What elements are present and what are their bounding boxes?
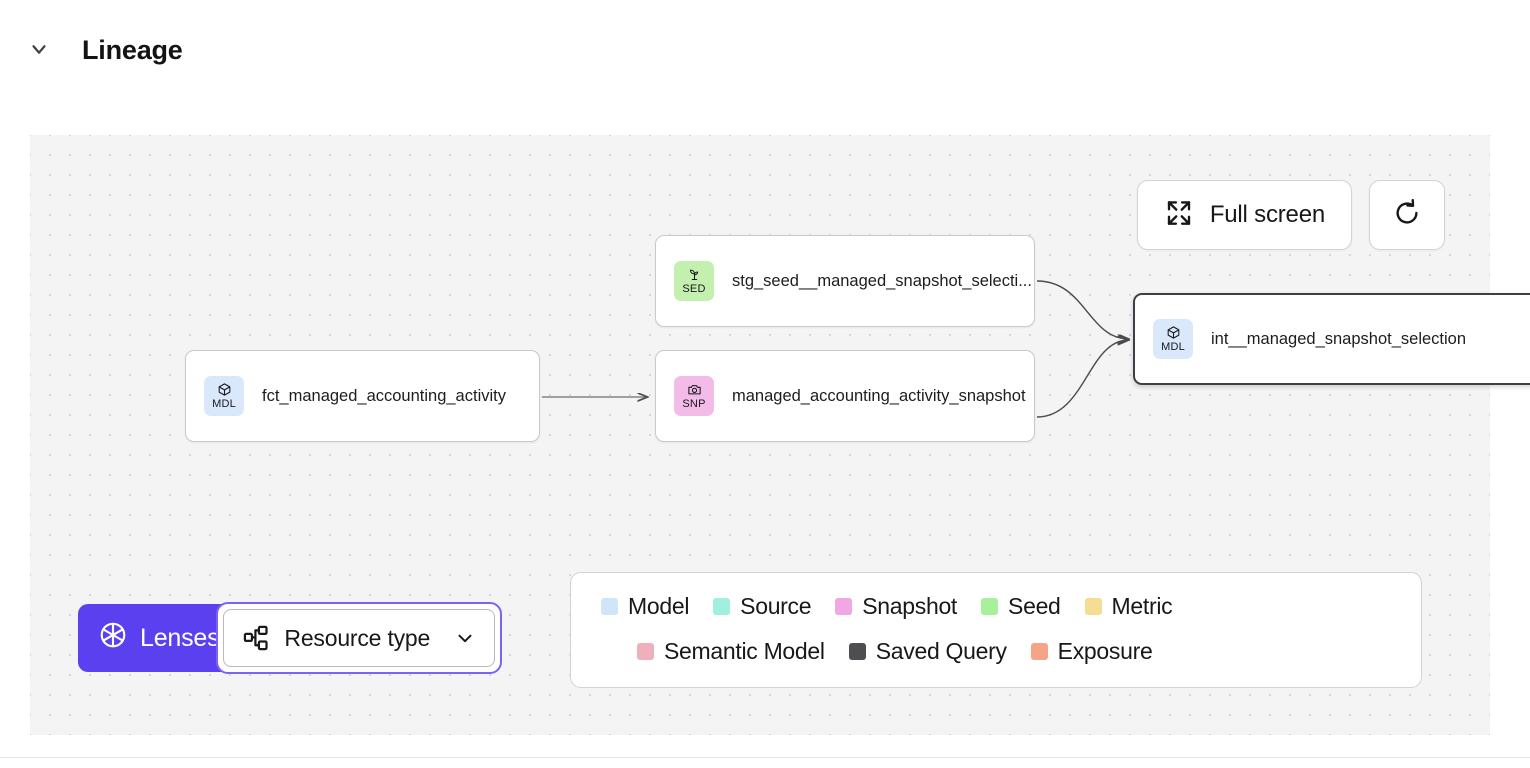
badge-abbreviation: MDL — [212, 398, 236, 410]
page-title: Lineage — [82, 34, 183, 65]
lenses-button[interactable]: Lenses — [78, 604, 242, 672]
lineage-legend: Model Source Snapshot Seed Metric S — [570, 572, 1422, 688]
refresh-icon — [1392, 198, 1422, 233]
legend-swatch — [601, 598, 618, 615]
legend-swatch — [835, 598, 853, 615]
legend-item-model: Model — [601, 593, 689, 620]
lineage-node-seed-stg[interactable]: SED stg_seed__managed_snapshot_selecti..… — [655, 235, 1035, 327]
legend-swatch — [713, 598, 731, 615]
badge-abbreviation: SNP — [682, 398, 706, 410]
legend-swatch — [1030, 643, 1048, 660]
legend-label: Model — [628, 593, 690, 619]
snapshot-badge: SNP — [674, 376, 714, 416]
model-badge: MDL — [1153, 319, 1193, 359]
cube-icon — [1166, 325, 1181, 340]
fullscreen-button[interactable]: Full screen — [1136, 180, 1352, 250]
node-label: stg_seed__managed_snapshot_selecti... — [732, 271, 1032, 290]
lineage-node-model-int[interactable]: MDL int__managed_snapshot_selection — [1133, 293, 1530, 385]
sprout-icon — [687, 267, 702, 282]
hierarchy-icon — [242, 624, 270, 652]
legend-label: Metric — [1111, 593, 1173, 619]
legend-item-seed: Seed — [981, 593, 1061, 620]
refresh-button[interactable] — [1369, 180, 1445, 250]
node-label: int__managed_snapshot_selection — [1211, 329, 1467, 348]
fullscreen-label: Full screen — [1209, 201, 1325, 228]
page-divider — [0, 757, 1530, 758]
lenses-toolbar: Lenses Resource type — [78, 602, 503, 674]
resource-type-focus-ring: Resource type — [216, 602, 503, 674]
lenses-label: Lenses — [140, 623, 220, 652]
seed-badge: SED — [674, 261, 714, 301]
lineage-node-snapshot[interactable]: SNP managed_accounting_activity_snapshot — [655, 350, 1035, 442]
legend-swatch — [637, 643, 654, 660]
lineage-node-model-fct[interactable]: MDL fct_managed_accounting_activity — [185, 350, 540, 442]
legend-item-metric: Metric — [1084, 593, 1173, 620]
canvas-controls: Full screen — [1136, 180, 1445, 250]
legend-label: Source — [740, 593, 812, 619]
collapse-toggle-button[interactable] — [20, 31, 58, 69]
node-label: fct_managed_accounting_activity — [262, 386, 506, 405]
chevron-down-icon — [454, 627, 476, 649]
legend-item-exposure: Exposure — [1030, 638, 1153, 665]
legend-label: Saved Query — [875, 638, 1007, 664]
legend-label: Seed — [1008, 593, 1061, 619]
legend-row-primary: Model Source Snapshot Seed Metric — [601, 593, 1391, 620]
cube-icon — [217, 382, 232, 397]
lineage-canvas[interactable]: MDL fct_managed_accounting_activity SED … — [30, 135, 1530, 735]
legend-item-source: Source — [713, 593, 812, 620]
lineage-section-header: Lineage — [0, 0, 1530, 100]
legend-item-saved-query: Saved Query — [848, 638, 1007, 665]
camera-icon — [687, 382, 702, 397]
resource-type-dropdown[interactable]: Resource type — [223, 609, 496, 667]
legend-item-semantic-model: Semantic Model — [637, 638, 825, 665]
badge-abbreviation: MDL — [1161, 341, 1185, 353]
resource-type-label: Resource type — [284, 624, 431, 651]
legend-swatch — [1084, 598, 1102, 615]
fullscreen-expand-icon — [1164, 198, 1194, 233]
legend-item-snapshot: Snapshot — [835, 593, 957, 620]
legend-swatch — [981, 598, 999, 615]
legend-label: Exposure — [1057, 638, 1153, 664]
badge-abbreviation: SED — [682, 283, 706, 295]
aperture-icon — [98, 620, 128, 657]
legend-swatch — [848, 643, 866, 660]
chevron-down-icon — [28, 38, 50, 63]
legend-label: Semantic Model — [664, 638, 825, 664]
legend-label: Snapshot — [862, 593, 958, 619]
legend-row-secondary: Semantic Model Saved Query Exposure — [601, 638, 1391, 665]
model-badge: MDL — [204, 376, 244, 416]
node-label: managed_accounting_activity_snapshot — [732, 386, 1026, 405]
